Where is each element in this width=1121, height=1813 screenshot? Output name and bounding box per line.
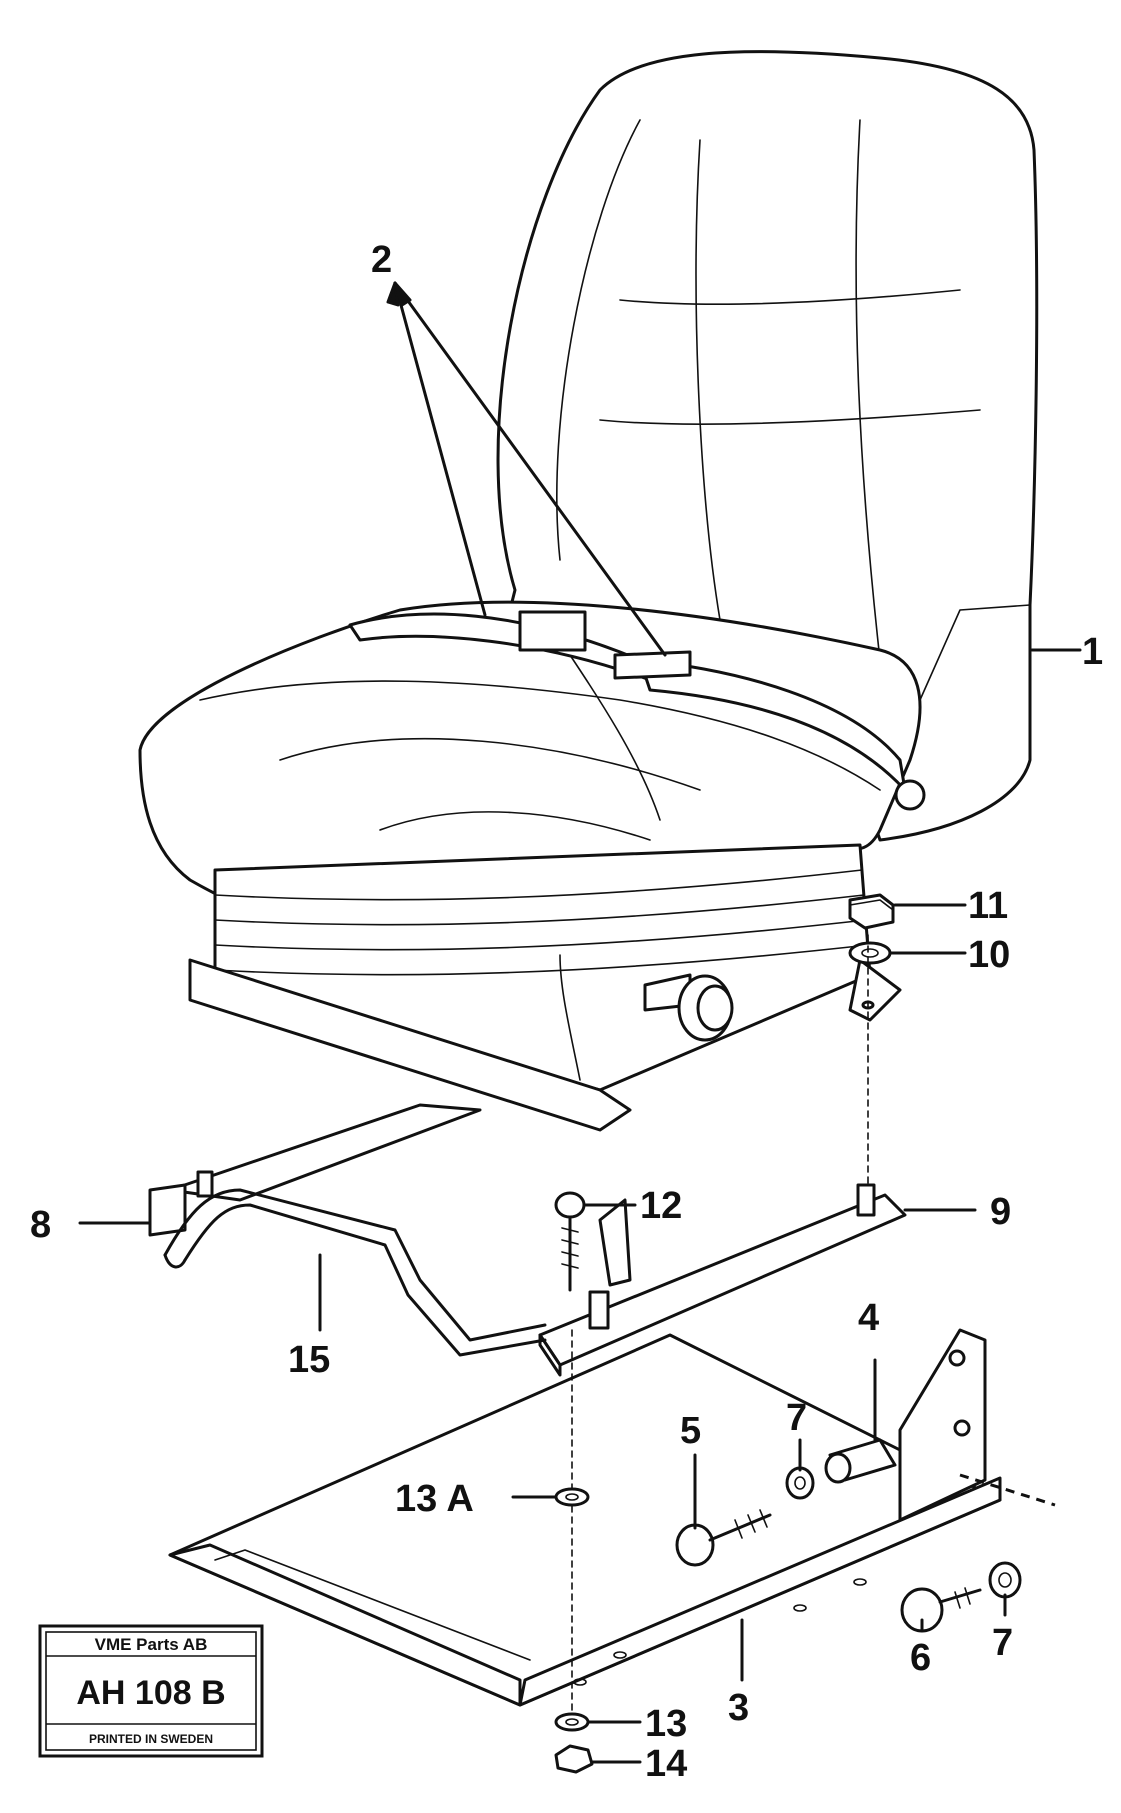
callout-4: 4 bbox=[858, 1297, 879, 1339]
rail-studs bbox=[196, 1170, 876, 1330]
callout-9: 9 bbox=[990, 1191, 1011, 1233]
callout-11: 11 bbox=[968, 885, 1008, 927]
nut-14 bbox=[554, 1744, 594, 1774]
callout-5: 5 bbox=[680, 1410, 701, 1452]
washer-13a bbox=[554, 1487, 590, 1507]
nut-11 bbox=[848, 893, 895, 930]
callout-13: 13 bbox=[645, 1703, 687, 1745]
washer-13 bbox=[554, 1712, 590, 1732]
callout-1: 1 bbox=[1082, 631, 1103, 673]
callout-12: 12 bbox=[640, 1185, 682, 1227]
seat-slide-rails bbox=[148, 1103, 907, 1377]
base-bracket bbox=[898, 1328, 987, 1522]
callout-14: 14 bbox=[645, 1743, 687, 1785]
mounting-base-plate bbox=[168, 1333, 1002, 1707]
washer-7-lower bbox=[988, 1561, 1022, 1599]
stamp-printed: PRINTED IN SWEDEN bbox=[89, 1732, 213, 1746]
adjust-lever-15 bbox=[163, 1188, 547, 1357]
leader-lines bbox=[78, 281, 1082, 1764]
bolt-6 bbox=[900, 1587, 982, 1633]
height-adjust-knob bbox=[643, 973, 734, 1042]
stamp-company: VME Parts AB bbox=[95, 1635, 208, 1654]
callout-13a: 13 A bbox=[395, 1478, 474, 1520]
callout-3: 3 bbox=[728, 1687, 749, 1729]
callout-15: 15 bbox=[288, 1339, 330, 1381]
washer-10 bbox=[848, 941, 892, 965]
callout-7-upper: 7 bbox=[786, 1397, 807, 1439]
seat-suspension-bellows bbox=[188, 843, 902, 1132]
spacer-4 bbox=[824, 1438, 897, 1484]
washer-7-upper bbox=[785, 1466, 815, 1500]
parts-stamp: VME Parts AB AH 108 B PRINTED IN SWEDEN bbox=[38, 1624, 264, 1758]
callout-2: 2 bbox=[371, 239, 392, 281]
screw-12 bbox=[554, 1191, 586, 1292]
seat-belt bbox=[348, 610, 926, 811]
callout-7-lower: 7 bbox=[992, 1622, 1013, 1664]
callout-6: 6 bbox=[910, 1637, 931, 1679]
stamp-code: AH 108 B bbox=[76, 1674, 225, 1712]
callout-10: 10 bbox=[968, 934, 1010, 976]
callout-8: 8 bbox=[30, 1204, 51, 1246]
